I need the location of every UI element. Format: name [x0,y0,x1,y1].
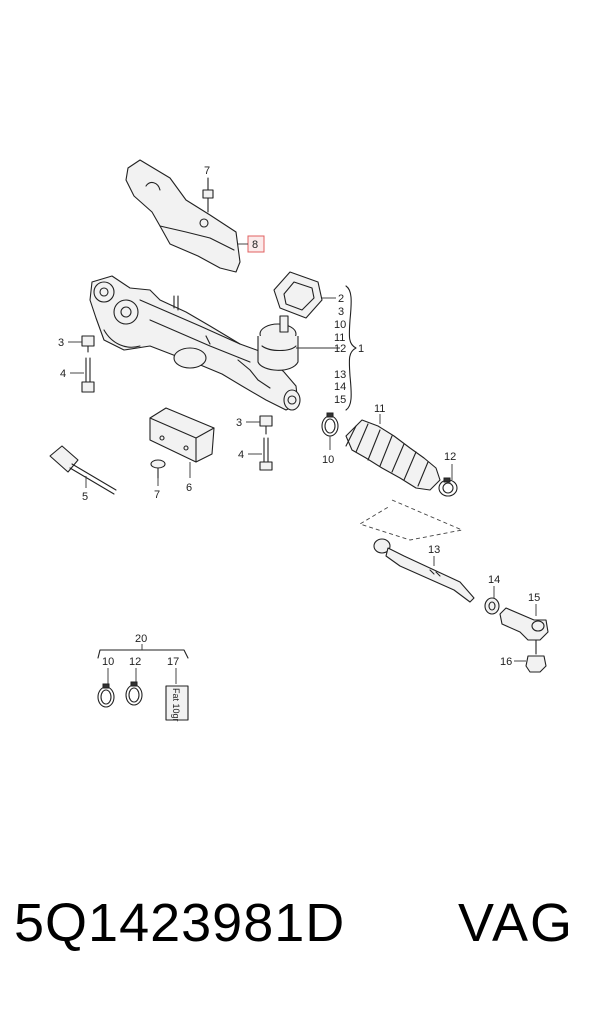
callout-10-center: 10 [322,454,334,466]
callout-12-kit: 12 [129,656,141,668]
group-bracket [296,285,357,411]
nut-16-part [514,655,547,673]
callout-14: 14 [488,574,500,586]
tie-rod-part [373,538,475,603]
callout-14-list: 14 [334,381,346,393]
callout-13: 13 [428,544,440,556]
clamp-10-kit [97,683,115,708]
bolt-4-center [248,437,273,471]
steering-rack-housing [89,275,301,411]
bolt-7-lower [150,459,166,486]
clamp-12-kit [125,681,143,706]
callout-3-left: 3 [58,337,64,349]
callout-7-lower: 7 [154,489,160,501]
callout-11-list: 11 [334,332,345,344]
tie-rod-end-part [499,604,549,655]
part-number: 5Q1423981D [14,893,346,953]
bolt-3-left [68,335,95,353]
callout-12-right: 12 [444,451,456,463]
steering-rack-exploded-diagram: 7 8 2 3 10 11 12 1 13 [49,159,549,722]
callout-4-left: 4 [60,368,66,380]
callout-13-list: 13 [334,369,346,381]
callout-4-center: 4 [238,449,244,461]
callout-3-center: 3 [236,417,242,429]
callout-15: 15 [528,592,540,604]
heat-shield-part [125,159,241,273]
callout-3-list: 3 [338,306,344,318]
callout-10-kit: 10 [102,656,114,668]
bolt-3-center [246,415,273,435]
grease-packet-17: Fat 10gr [165,685,189,722]
callout-17: 17 [167,656,179,668]
bellows-boot-part [345,414,441,491]
callout-11: 11 [374,403,385,415]
callout-7-top: 7 [204,165,210,177]
callout-16: 16 [500,656,512,668]
sensor-cable-part [49,445,117,495]
grease-label: Fat 10gr [171,688,181,722]
nut-14-part [484,586,500,615]
bolt-4-left [70,357,95,393]
callout-15-list: 15 [334,394,346,406]
callout-10-list: 10 [334,319,346,331]
callout-12-list: 12 [334,343,346,355]
clamp-10-part [321,412,339,450]
callout-5: 5 [82,491,88,503]
assembly-dashed-line [358,499,464,541]
callout-6: 6 [186,482,192,494]
cover-bracket-part [149,407,215,478]
bolt-7-top [202,177,214,213]
gasket-part [273,271,336,319]
clamp-12-part [438,464,458,497]
callout-8: 8 [252,239,258,251]
callout-1: 1 [358,343,364,355]
callout-20: 20 [135,633,147,645]
callout-2: 2 [338,293,344,305]
repair-kit-bracket [97,644,189,659]
brand-name: VAG [458,893,575,953]
